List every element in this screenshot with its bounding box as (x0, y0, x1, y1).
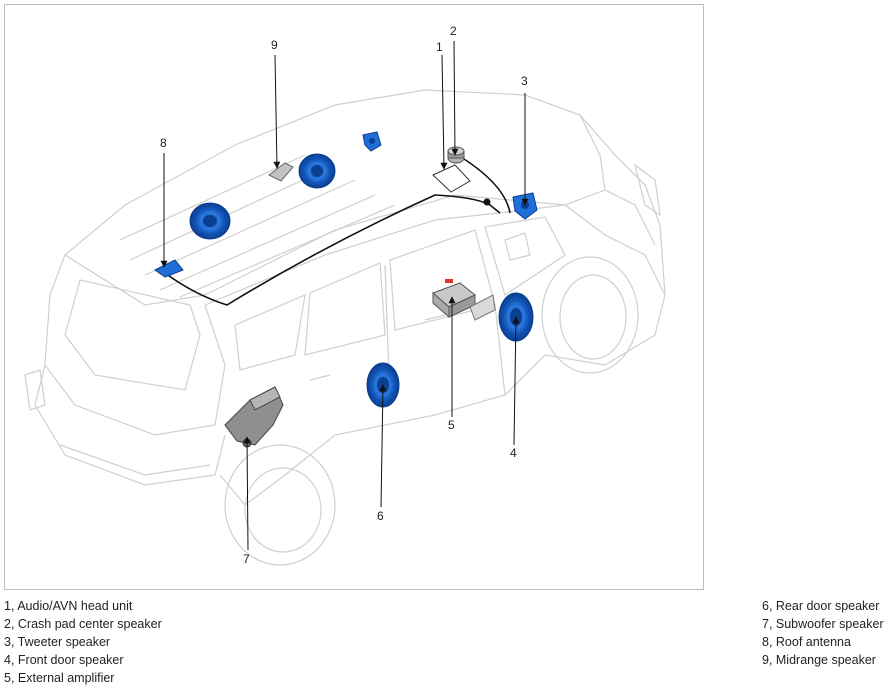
legend-item: 2, Crash pad center speaker (4, 617, 162, 631)
legend-item: 4, Front door speaker (4, 653, 124, 667)
callout-7: 7 (243, 552, 250, 566)
roof-speaker-rear (189, 202, 231, 240)
roof-antenna (154, 259, 184, 278)
callout-9: 9 (271, 38, 278, 52)
vehicle-audio-diagram: 1 2 3 4 5 6 7 8 9 (24, 24, 666, 566)
legend-item: 8, Roof antenna (762, 635, 851, 649)
callout-6: 6 (377, 509, 384, 523)
leader-lines (160, 40, 529, 551)
legend-item: 7, Subwoofer speaker (762, 617, 884, 631)
callout-3: 3 (521, 74, 528, 88)
wire-junction (483, 198, 491, 206)
legend-left: 1, Audio/AVN head unit 2, Crash pad cent… (4, 597, 162, 687)
legend-item: 3, Tweeter speaker (4, 635, 111, 649)
subwoofer-speaker (224, 386, 284, 448)
callout-2: 2 (450, 24, 457, 38)
legend-item: 1, Audio/AVN head unit (4, 599, 133, 613)
callout-4: 4 (510, 446, 517, 460)
callout-1: 1 (436, 40, 443, 54)
callout-5: 5 (448, 418, 455, 432)
roof-speaker-front (298, 153, 336, 189)
legend-item: 9, Midrange speaker (762, 653, 876, 667)
tweeter-speaker-top (362, 131, 382, 152)
diagram-frame: 1 2 3 4 5 6 7 8 9 (4, 4, 704, 590)
external-amplifier (432, 279, 496, 321)
legend-right: 6, Rear door speaker 7, Subwoofer speake… (762, 597, 884, 669)
legend-item: 5, External amplifier (4, 671, 115, 685)
callout-8: 8 (160, 136, 167, 150)
midrange-speaker (268, 162, 294, 182)
crash-pad-center-speaker (447, 146, 465, 164)
legend-item: 6, Rear door speaker (762, 599, 880, 613)
car-outline (24, 89, 666, 566)
antenna-wire (164, 156, 511, 306)
head-unit (432, 164, 471, 193)
